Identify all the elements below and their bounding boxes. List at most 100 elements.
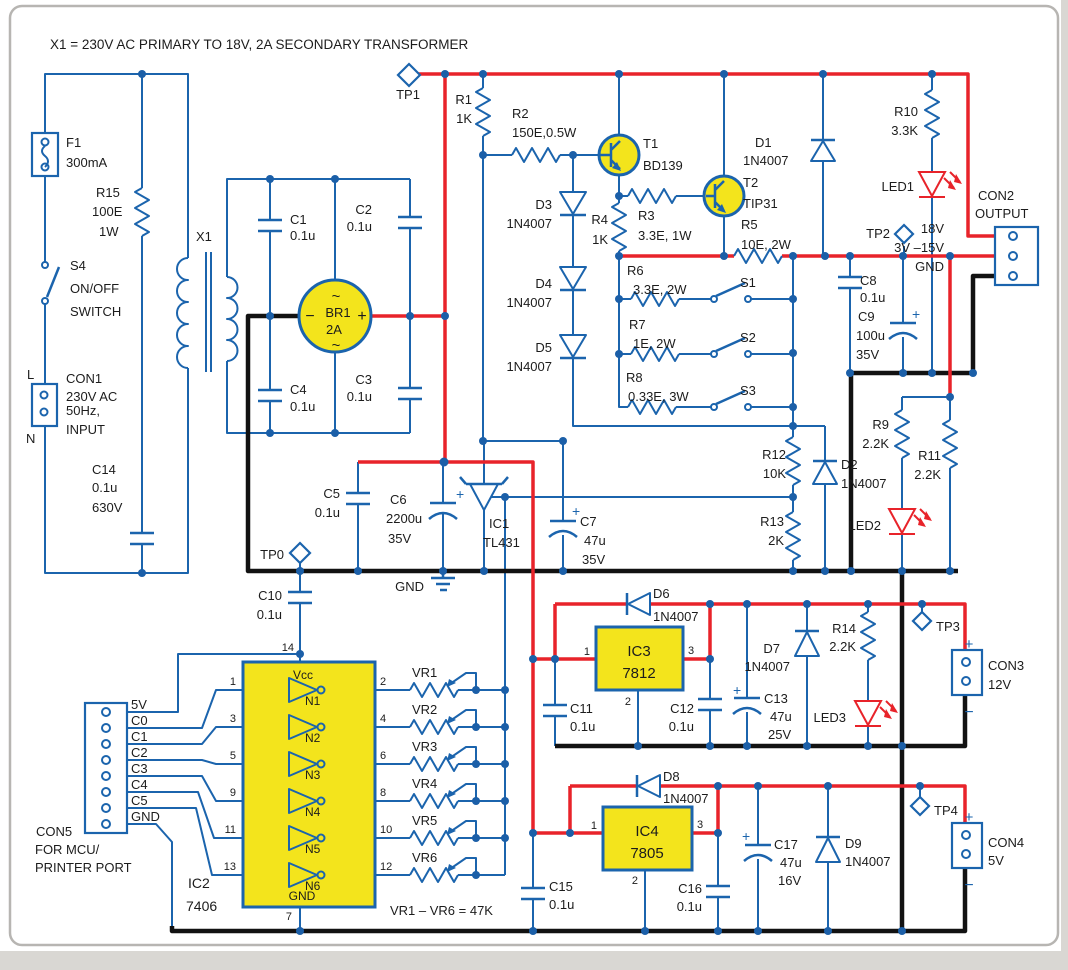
capacitor-c14 xyxy=(130,531,154,546)
junction-dots xyxy=(138,70,977,935)
led-arrowhead xyxy=(890,703,898,713)
c16-value: 0.1u xyxy=(677,899,702,914)
ic4-pin3: 3 xyxy=(697,819,703,831)
c17-volt: 16V xyxy=(778,873,801,888)
c9-plus-icon: + xyxy=(912,306,920,322)
r15-watt: 1W xyxy=(99,224,119,239)
con2-ref: CON2 xyxy=(978,188,1014,203)
led-triangle xyxy=(853,700,883,728)
led2-symbol xyxy=(887,508,932,536)
testpoint-tp4-icon xyxy=(909,795,931,817)
wiper-arrow-icon xyxy=(447,827,456,835)
connector-pin xyxy=(1008,251,1018,261)
inverter-bubble xyxy=(316,833,326,843)
connector-pin xyxy=(961,657,971,667)
connector-pin xyxy=(101,739,111,749)
f1-ref: F1 xyxy=(66,135,81,150)
c7-plus-icon: + xyxy=(572,503,580,519)
connector-con2 xyxy=(993,225,1040,287)
c4-ref: C4 xyxy=(290,382,307,397)
ic3-pin3: 3 xyxy=(688,645,694,657)
diode-triangle xyxy=(559,191,587,215)
tp2-label: TP2 xyxy=(866,226,890,241)
black-wires xyxy=(169,273,995,934)
switch-contact xyxy=(744,403,752,411)
led1-symbol xyxy=(917,171,962,199)
d6-ref: D6 xyxy=(653,586,670,601)
connector-pin xyxy=(961,676,971,686)
c9-volt: 35V xyxy=(856,347,879,362)
inverter-gate xyxy=(288,751,318,777)
con3-minus: − xyxy=(964,704,973,721)
wire xyxy=(226,361,410,434)
pot-vr4 xyxy=(409,793,459,809)
c11-value: 0.1u xyxy=(570,719,595,734)
con2-label: OUTPUT xyxy=(975,206,1029,221)
switch-s3 xyxy=(710,389,752,411)
t1-part: BD139 xyxy=(643,158,683,173)
ic1-ref: IC1 xyxy=(489,516,509,531)
schematic-title: X1 = 230V AC PRIMARY TO 18V, 2A SECONDAR… xyxy=(50,37,469,52)
r15-ref: R15 xyxy=(96,185,120,200)
ic2-gate-n5: N5 xyxy=(305,842,321,856)
d3-ref: D3 xyxy=(535,197,552,212)
connector-con1 xyxy=(30,382,59,428)
c13-value: 47u xyxy=(770,709,792,724)
wire xyxy=(127,689,243,729)
r14-value: 2.2K xyxy=(829,639,856,654)
pot-vr1 xyxy=(409,682,459,698)
c6-volt: 35V xyxy=(388,531,411,546)
s3-ref: S3 xyxy=(740,383,756,398)
resistor-r7 xyxy=(630,346,680,362)
c3-value: 0.1u xyxy=(347,389,372,404)
wiper-arrow-icon xyxy=(447,790,456,798)
pot-vr6 xyxy=(409,867,459,883)
c5-value: 0.1u xyxy=(315,505,340,520)
c7-volt: 35V xyxy=(582,552,605,567)
switch-contact xyxy=(710,295,718,303)
ic3-pin2: 2 xyxy=(625,696,631,708)
transistor-t1 xyxy=(597,133,641,177)
led-triangle xyxy=(887,508,917,536)
wire xyxy=(127,775,243,802)
br1-minus: − xyxy=(305,308,314,325)
inverter-bubble xyxy=(316,870,326,880)
inverter-bubble xyxy=(316,685,326,695)
ic2-pin-in6: 13 xyxy=(224,861,236,873)
c13-ref: C13 xyxy=(764,691,788,706)
r4-value: 1K xyxy=(592,232,608,247)
inverter-gate xyxy=(288,862,318,888)
ic2-7406 xyxy=(241,660,377,909)
ic2-pin-in5: 11 xyxy=(225,824,236,836)
capacitor-c3 xyxy=(398,386,422,401)
ic4-pin1: 1 xyxy=(591,820,597,832)
connector-pin xyxy=(39,390,49,400)
fuse-f1 xyxy=(30,131,60,178)
r2-ref: R2 xyxy=(512,106,529,121)
r7-value: 1E, 2W xyxy=(633,336,676,351)
inverter-gates xyxy=(288,677,326,888)
con5-desc2: PRINTER PORT xyxy=(35,860,132,875)
wire xyxy=(572,155,826,571)
testpoint-tp0-icon xyxy=(288,541,312,565)
wiper-arrow-icon xyxy=(447,716,456,724)
connector-pin xyxy=(1008,231,1018,241)
con1-neutral: N xyxy=(26,431,35,446)
c8-ref: C8 xyxy=(860,273,877,288)
con3-plus: + xyxy=(965,636,974,653)
con5-pin-5v: 5V xyxy=(131,697,147,712)
inverter-gate xyxy=(288,825,318,851)
con5-desc1: FOR MCU/ xyxy=(35,842,100,857)
c12-value: 0.1u xyxy=(669,719,694,734)
r7-ref: R7 xyxy=(629,317,646,332)
br1-value: 2A xyxy=(326,322,342,337)
capacitor-c12 xyxy=(698,697,722,712)
x1-ref: X1 xyxy=(196,229,212,244)
s2-ref: S2 xyxy=(740,330,756,345)
wire xyxy=(127,807,243,876)
ic4-part: 7805 xyxy=(630,845,663,862)
vr3-ref: VR3 xyxy=(412,739,437,754)
diode-d1 xyxy=(810,138,836,162)
output-rail xyxy=(619,254,995,397)
